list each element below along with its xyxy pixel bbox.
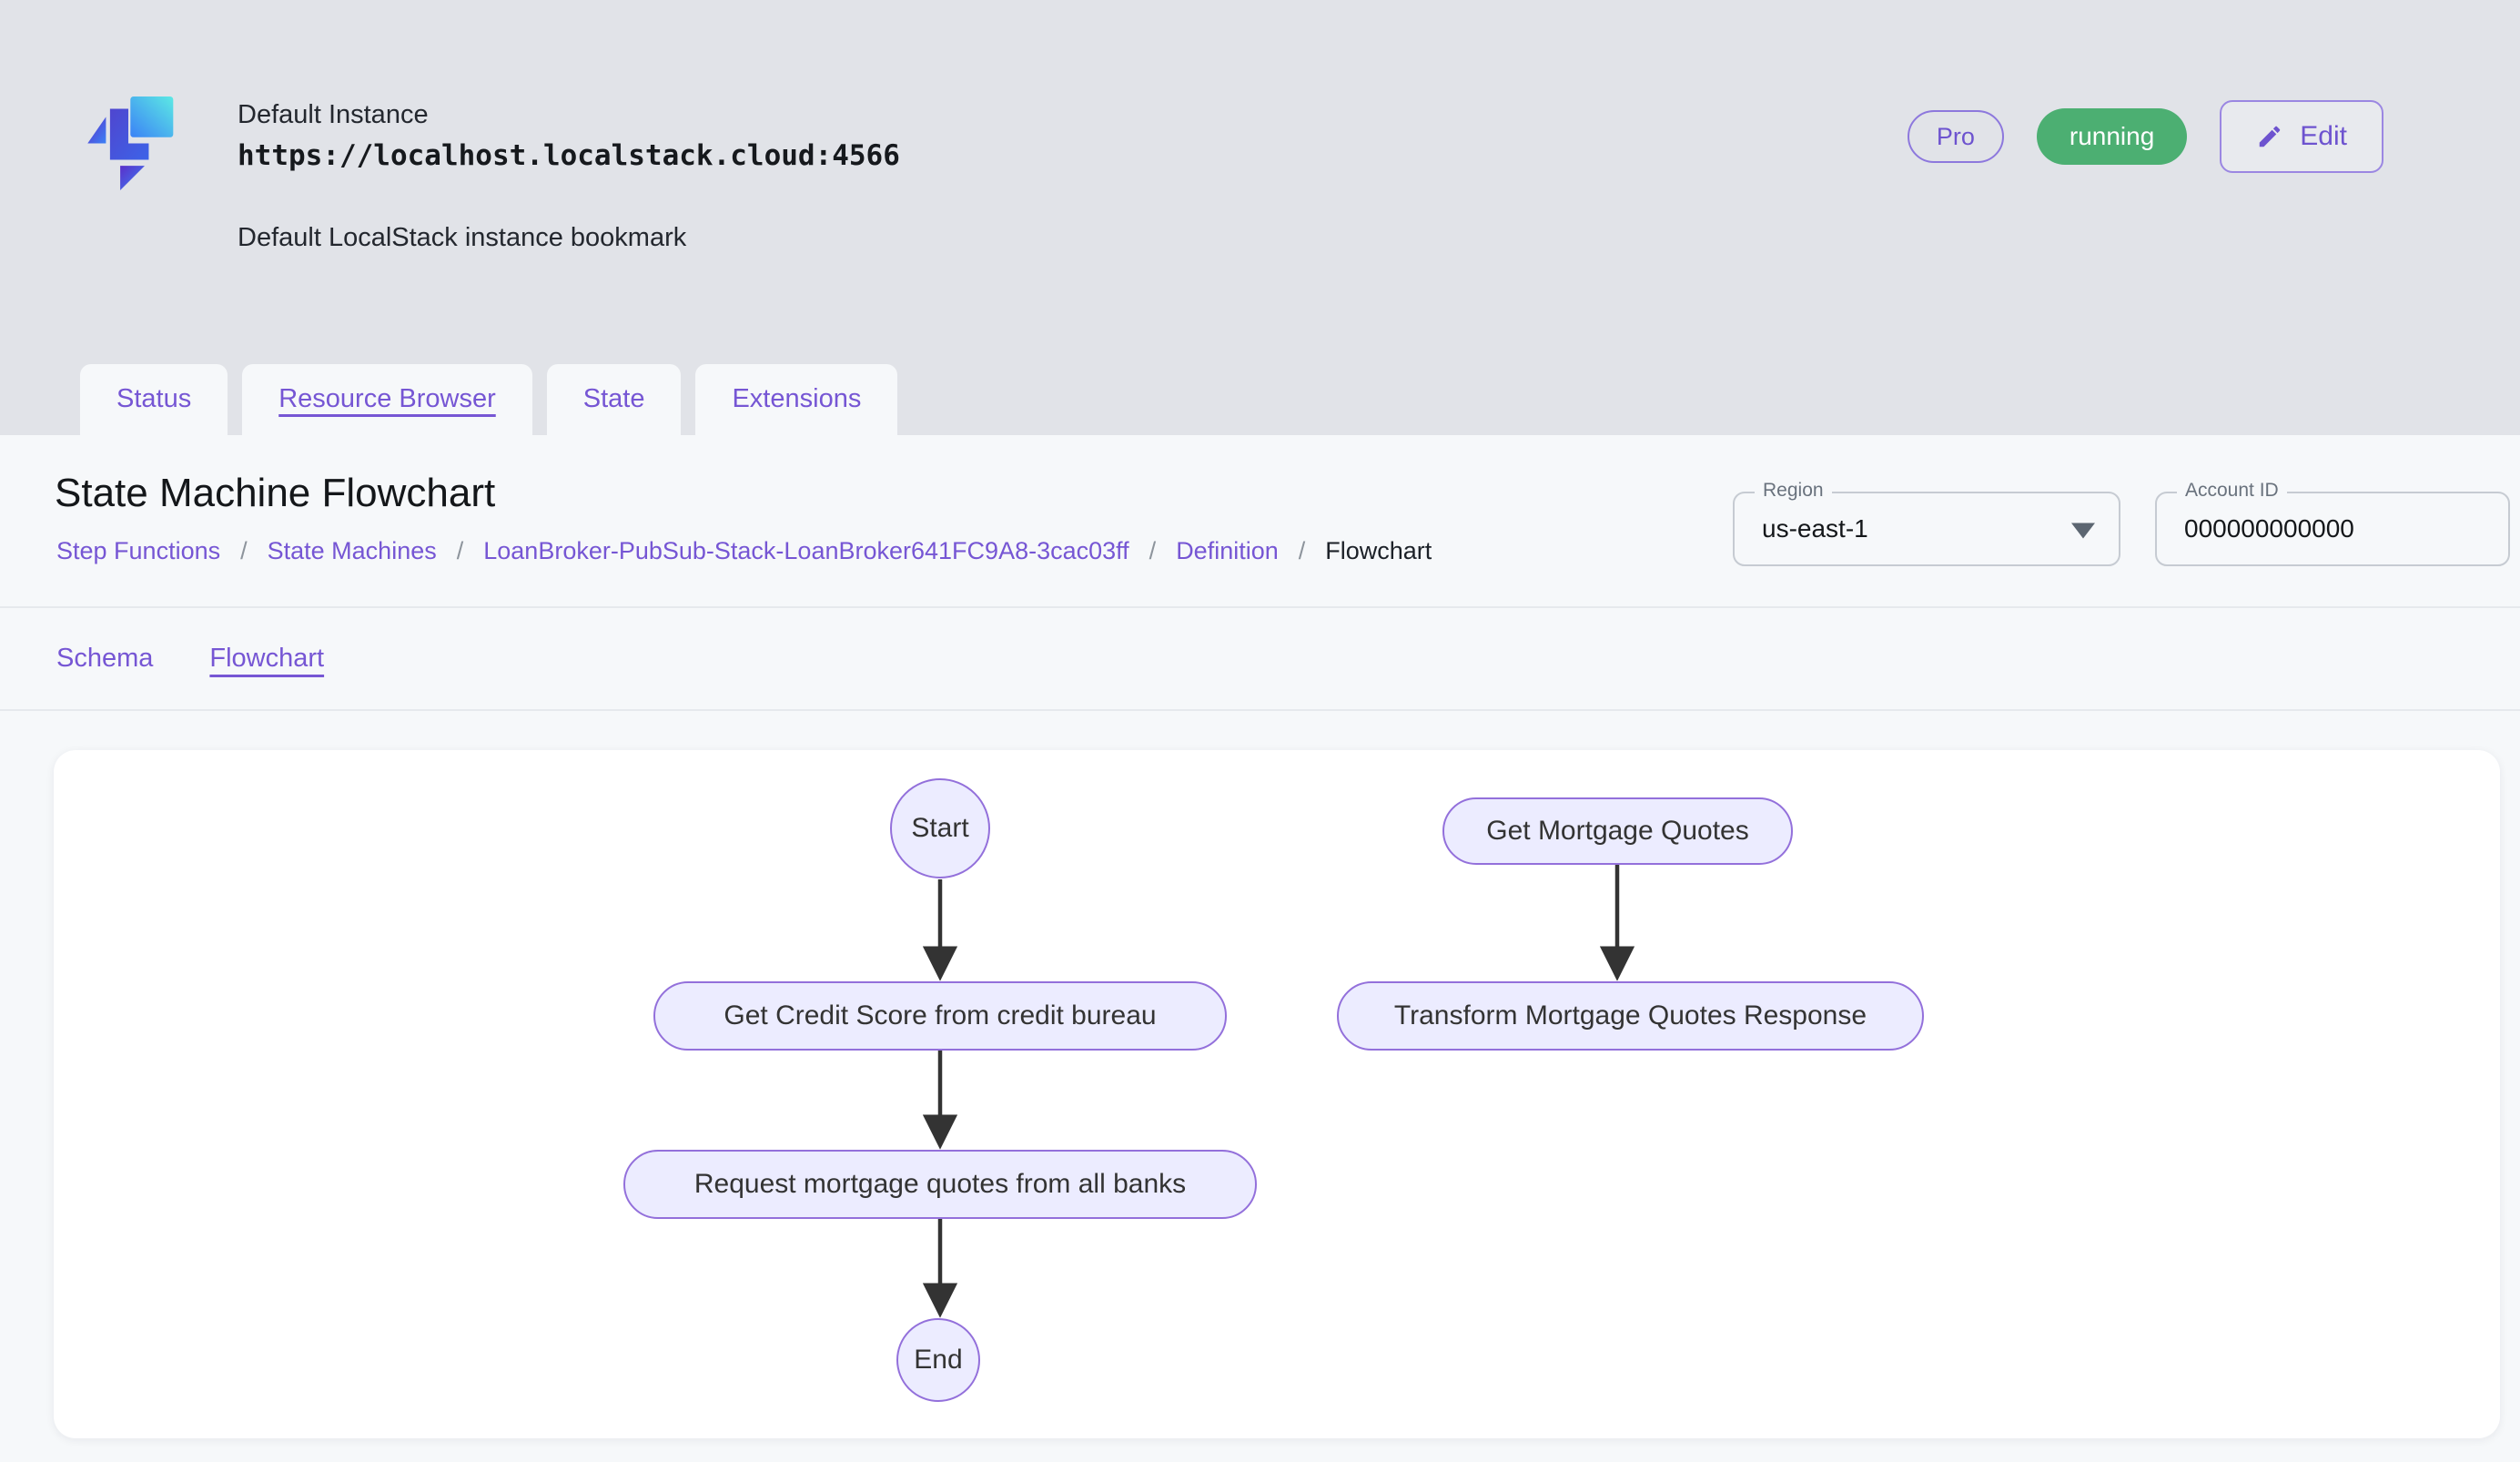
flowchart-node-request-quotes: Request mortgage quotes from all banks bbox=[623, 1150, 1257, 1219]
flowchart-card: Start Get Mortgage Quotes Get Credit Sco… bbox=[54, 750, 2500, 1438]
node-label: Request mortgage quotes from all banks bbox=[693, 1169, 1187, 1199]
breadcrumb-current-flowchart: Flowchart bbox=[1325, 537, 1432, 564]
instance-title: Default Instance bbox=[238, 100, 429, 129]
node-label: Transform Mortgage Quotes Response bbox=[1393, 1000, 1867, 1031]
instance-meta: Default Instance https://localhost.local… bbox=[238, 100, 900, 172]
region-select-value: us-east-1 bbox=[1762, 514, 1868, 543]
header-actions: Pro running Edit bbox=[1907, 100, 2383, 173]
account-id-value: 000000000000 bbox=[2184, 514, 2354, 543]
divider bbox=[0, 709, 2520, 711]
pro-badge-label: Pro bbox=[1936, 122, 1975, 150]
region-select[interactable]: Region us-east-1 bbox=[1733, 480, 2120, 566]
breadcrumb-state-machine-name[interactable]: LoanBroker-PubSub-Stack-LoanBroker641FC9… bbox=[483, 537, 1129, 564]
content-panel: State Machine Flowchart Step Functions /… bbox=[0, 435, 2520, 1462]
tab-resource-browser-label: Resource Browser bbox=[278, 383, 496, 413]
node-label: End bbox=[914, 1345, 963, 1375]
tab-extensions[interactable]: Extensions bbox=[695, 364, 898, 435]
flowchart-edges bbox=[922, 865, 1635, 1318]
tab-state-label: State bbox=[582, 383, 645, 413]
subtab-flowchart[interactable]: Flowchart bbox=[209, 643, 325, 673]
subtab-schema[interactable]: Schema bbox=[56, 643, 154, 673]
flowchart-node-transform-response: Transform Mortgage Quotes Response bbox=[1337, 981, 1924, 1051]
panel-header: State Machine Flowchart Step Functions /… bbox=[0, 435, 2520, 608]
pro-badge: Pro bbox=[1907, 110, 2004, 163]
flowchart-node-get-credit-score: Get Credit Score from credit bureau bbox=[653, 981, 1227, 1051]
running-status-label: running bbox=[2069, 122, 2155, 150]
flowchart-node-end: End bbox=[896, 1318, 980, 1402]
instance-subtitle: Default LocalStack instance bookmark bbox=[238, 223, 687, 252]
breadcrumb-separator: / bbox=[240, 537, 248, 564]
definition-subtabs: Schema Flowchart bbox=[56, 608, 324, 708]
chevron-down-icon bbox=[2071, 523, 2095, 539]
tab-resource-browser[interactable]: Resource Browser bbox=[242, 364, 532, 435]
edit-button[interactable]: Edit bbox=[2220, 100, 2383, 173]
localstack-logo bbox=[87, 96, 174, 191]
tab-status[interactable]: Status bbox=[80, 364, 228, 435]
pencil-icon bbox=[2260, 126, 2281, 147]
running-status-badge: running bbox=[2036, 108, 2188, 165]
node-label: Get Credit Score from credit bureau bbox=[724, 1000, 1157, 1031]
instance-url: https://localhost.localstack.cloud:4566 bbox=[238, 139, 900, 172]
breadcrumb-separator: / bbox=[1149, 537, 1157, 564]
node-label: Start bbox=[911, 813, 969, 843]
page-title: State Machine Flowchart bbox=[55, 471, 496, 515]
node-label: Get Mortgage Quotes bbox=[1486, 816, 1749, 846]
tab-extensions-label: Extensions bbox=[732, 383, 862, 413]
region-select-label: Region bbox=[1755, 480, 1832, 502]
flowchart-node-start: Start bbox=[890, 778, 990, 878]
breadcrumb-definition[interactable]: Definition bbox=[1176, 537, 1279, 564]
main-tabs: Status Resource Browser State Extensions bbox=[80, 364, 898, 435]
tab-state[interactable]: State bbox=[546, 364, 682, 435]
account-id-field[interactable]: Account ID 000000000000 bbox=[2155, 480, 2510, 566]
edit-button-label: Edit bbox=[2300, 121, 2347, 151]
breadcrumb-state-machines[interactable]: State Machines bbox=[267, 537, 437, 564]
breadcrumb-step-functions[interactable]: Step Functions bbox=[56, 537, 221, 564]
flowchart-node-get-mortgage-quotes: Get Mortgage Quotes bbox=[1442, 797, 1793, 865]
header: Default Instance https://localhost.local… bbox=[0, 0, 2520, 435]
breadcrumb: Step Functions / State Machines / LoanBr… bbox=[56, 537, 1432, 565]
account-id-label: Account ID bbox=[2177, 480, 2287, 502]
tab-status-label: Status bbox=[116, 383, 192, 413]
breadcrumb-separator: / bbox=[1298, 537, 1306, 564]
breadcrumb-separator: / bbox=[456, 537, 464, 564]
